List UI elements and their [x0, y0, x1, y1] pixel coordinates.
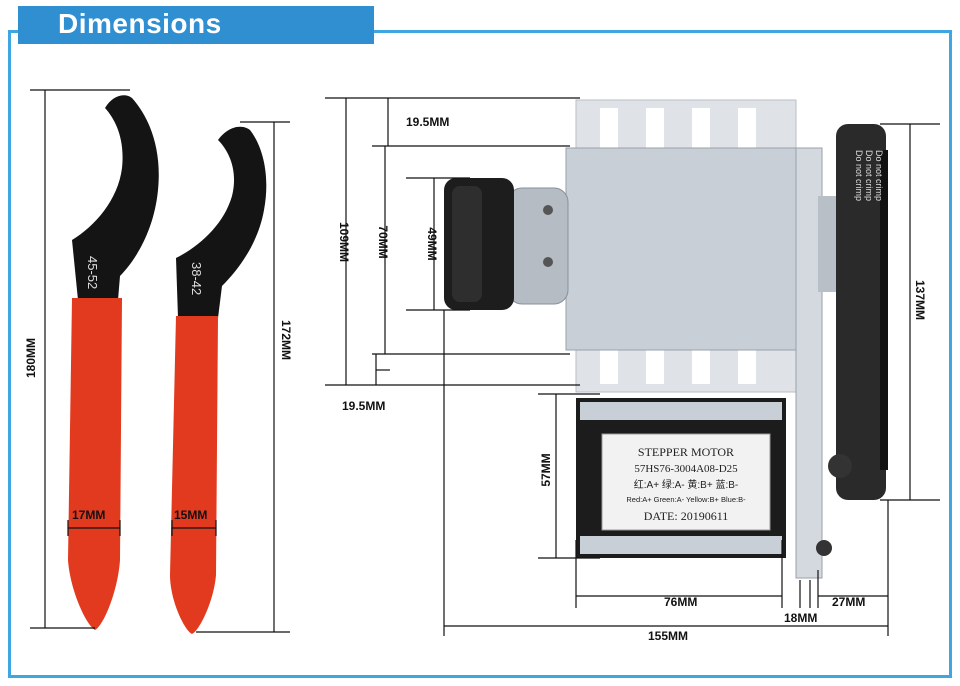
dim-wrench-small-length: 172MM — [279, 320, 293, 360]
dim-pulley-dia: 137MM — [913, 280, 927, 320]
belt-text-3: Do not crimp — [874, 150, 884, 201]
rotary-dim-lines — [325, 97, 940, 636]
pulley-belt: Do not crimp Do not crimp Do not crimp — [816, 124, 888, 556]
dim-total-length: 155MM — [648, 629, 688, 643]
motor-label-line3: 红:A+ 绿:A- 黄:B+ 蓝:B- — [634, 478, 738, 491]
wrench-large: 45-52 — [68, 95, 159, 630]
dim-height-mid: 70MM — [376, 225, 390, 258]
stepper-motor: STEPPER MOTOR 57HS76-3004A08-D25 红:A+ 绿:… — [576, 398, 786, 558]
dim-wrench-small-width: 15MM — [174, 508, 207, 522]
dim-chuck-dia: 49MM — [425, 227, 439, 260]
wrench-large-size: 45-52 — [85, 256, 100, 289]
dim-wrench-large-length: 180MM — [24, 338, 38, 378]
wrench-small-size: 38-42 — [189, 262, 204, 295]
content-frame — [8, 30, 952, 678]
motor-label-line5: DATE: 20190611 — [644, 509, 729, 523]
dim-bottom-offset: 19.5MM — [342, 399, 385, 413]
dim-wrench-large-width: 17MM — [72, 508, 105, 522]
dim-top-offset: 19.5MM — [406, 115, 449, 129]
title-banner: Dimensions — [18, 6, 374, 44]
wrench-dim-lines — [30, 89, 290, 633]
motor-label-line1: STEPPER MOTOR — [638, 445, 734, 459]
dim-motor-height: 57MM — [539, 453, 553, 486]
belt-text-1: Do not crimp — [854, 150, 864, 201]
page-title: Dimensions — [58, 8, 222, 39]
rotary-axis-body — [444, 99, 838, 579]
dim-gap: 18MM — [784, 611, 817, 625]
dim-pulley-width: 27MM — [832, 595, 865, 609]
motor-label-line2: 57HS76-3004A08-D25 — [634, 463, 738, 475]
motor-label-line4: Red:A+ Green:A- Yellow:B+ Blue:B- — [626, 495, 746, 504]
dim-motor-length: 76MM — [664, 595, 697, 609]
belt-text-2: Do not crimp — [864, 150, 874, 201]
dim-height-total: 109MM — [337, 222, 351, 262]
wrench-small: 38-42 — [170, 126, 267, 634]
